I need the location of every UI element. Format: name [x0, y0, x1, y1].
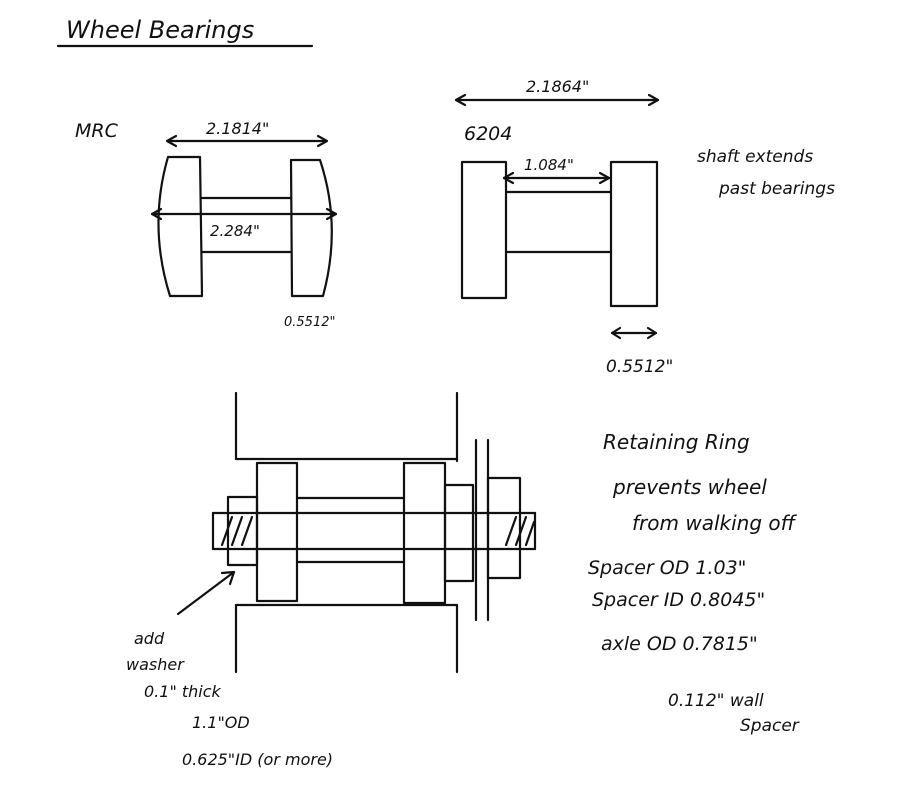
shaft-note-line-1: shaft extends [697, 147, 813, 167]
bearing-6204-label: 6204 [464, 123, 512, 145]
washer-note-line-3: 0.1" thick [144, 682, 222, 701]
spec-spacer-od: Spacer OD 1.03" [588, 557, 746, 579]
mrc-bearing-drawing [150, 134, 338, 298]
mrc-label: MRC [75, 120, 119, 142]
shaft-note-line-2: past bearings [718, 179, 835, 199]
mrc-inner-dim: 2.284" [210, 222, 260, 240]
assembly-section-drawing [176, 391, 537, 674]
bearing-6204-top-dim: 2.1864" [526, 77, 589, 96]
wall-note-line-2: Spacer [740, 716, 800, 736]
bearing-6204-inner-dim: 1.084" [524, 156, 574, 174]
page-title: Wheel Bearings [66, 16, 254, 44]
bearing-6204-width-dim: 0.5512" [606, 357, 673, 377]
spec-axle-od: axle OD 0.7815" [601, 633, 758, 655]
washer-note-line-4: 1.1"OD [192, 713, 250, 732]
washer-note-line-2: washer [126, 655, 185, 674]
washer-note-line-1: add [134, 629, 165, 648]
bearing-6204-drawing [454, 93, 660, 340]
mrc-top-dim: 2.1814" [206, 119, 269, 138]
wall-note-line-1: 0.112" wall [668, 691, 764, 711]
retaining-line-1: Retaining Ring [603, 430, 750, 454]
washer-note-line-5: 0.625"ID (or more) [182, 750, 333, 769]
spec-spacer-id: Spacer ID 0.8045" [592, 589, 765, 611]
mrc-width-dim: 0.5512" [284, 315, 335, 330]
retaining-line-3: from walking off [632, 511, 798, 535]
retaining-line-2: prevents wheel [612, 475, 767, 499]
